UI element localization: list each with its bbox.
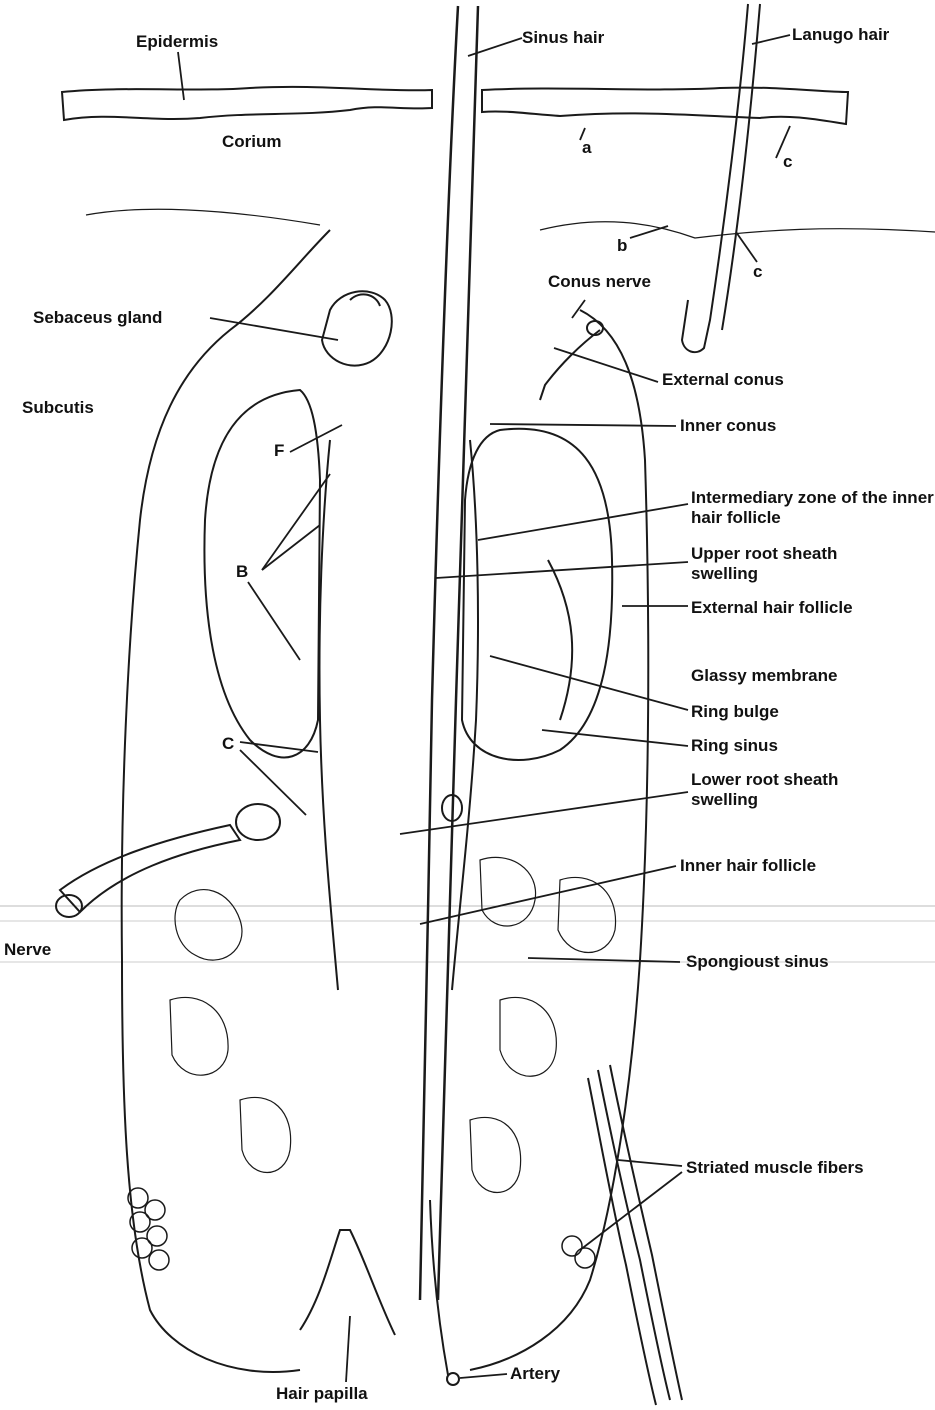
label-epidermis: Epidermis <box>136 32 218 52</box>
spongy-mesh-6 <box>240 1097 291 1172</box>
conus-nerve <box>540 330 600 400</box>
pointer-c-lower <box>736 232 757 262</box>
spongy-mesh-5 <box>500 997 556 1076</box>
sebaceous-gland-lobe <box>350 294 380 306</box>
pointer-spongioust-sinus <box>528 958 680 962</box>
label-external-hair-follicle: External hair follicle <box>691 598 853 618</box>
label-c-lower: c <box>753 262 762 282</box>
label-B: B <box>236 562 248 582</box>
sebaceous-gland <box>322 291 392 365</box>
label-sebaceus-gland: Sebaceus gland <box>33 308 162 328</box>
nerve-ganglion <box>236 804 280 840</box>
pointer-external-conus <box>554 348 658 382</box>
label-lanugo-hair: Lanugo hair <box>792 25 889 45</box>
root-sheath-left <box>319 440 338 990</box>
label-ring-bulge: Ring bulge <box>691 702 779 722</box>
label-external-conus: External conus <box>662 370 784 390</box>
pointer-b <box>630 226 668 238</box>
pointer-inner-conus <box>490 424 676 426</box>
pointer-ring-sinus <box>542 730 688 746</box>
pointer-ring-bulge <box>490 656 688 710</box>
pointer-artery <box>460 1374 507 1378</box>
nerve-trunk <box>60 825 240 912</box>
pointer-sebaceus-gland <box>210 318 338 340</box>
sinus-hair-shaft-2 <box>438 6 478 1300</box>
pointer-B-2 <box>262 525 320 570</box>
spongy-mesh-2 <box>480 857 536 926</box>
sinus-hair-shaft <box>420 6 458 1300</box>
pointer-epidermis <box>178 52 184 100</box>
label-corium: Corium <box>222 132 282 152</box>
label-c-upper: c <box>783 152 792 172</box>
label-inner-hair-follicle: Inner hair follicle <box>680 856 816 876</box>
label-nerve: Nerve <box>4 940 51 960</box>
artery-end <box>447 1373 459 1385</box>
fat-cell-7 <box>562 1236 582 1256</box>
spongy-mesh-7 <box>470 1117 521 1192</box>
label-sinus-hair: Sinus hair <box>522 28 604 48</box>
fat-cell-5 <box>132 1238 152 1258</box>
glassy-membrane <box>548 560 572 720</box>
spongy-mesh-1 <box>175 890 242 961</box>
muscle-fiber-1 <box>598 1070 670 1400</box>
label-conus-nerve: Conus nerve <box>548 272 651 292</box>
label-artery: Artery <box>510 1364 560 1384</box>
label-inner-conus: Inner conus <box>680 416 776 436</box>
label-ring-sinus: Ring sinus <box>691 736 778 756</box>
pointer-B-3 <box>248 582 300 660</box>
fat-cell-8 <box>575 1248 595 1268</box>
epidermis-right <box>482 88 848 124</box>
label-hair-papilla: Hair papilla <box>276 1384 368 1404</box>
label-subcutis: Subcutis <box>22 398 94 418</box>
pointer-inner-hair-follicle <box>420 866 676 924</box>
ring-sinus-right <box>462 429 612 760</box>
label-spongioust-sinus: Spongioust sinus <box>686 952 829 972</box>
label-C: C <box>222 734 234 754</box>
fat-cell-6 <box>149 1250 169 1270</box>
muscle-fiber-2 <box>610 1065 682 1400</box>
label-glassy-membrane: Glassy membrane <box>691 666 837 686</box>
label-striated-muscle: Striated muscle fibers <box>686 1158 864 1178</box>
pointer-striated-muscle-1 <box>618 1160 682 1166</box>
label-F: F <box>274 441 284 461</box>
lanugo-hair <box>682 4 748 352</box>
spongy-mesh-3 <box>558 877 616 952</box>
label-upper-root-sheath: Upper root sheath swelling <box>691 544 906 584</box>
pointer-conus-nerve <box>572 300 585 318</box>
hair-papilla <box>300 1230 395 1335</box>
pointer-intermediary-zone <box>478 504 688 540</box>
label-lower-root-sheath: Lower root sheath swelling <box>691 770 906 810</box>
label-b: b <box>617 236 627 256</box>
epidermis-left <box>62 87 432 120</box>
pointer-hair-papilla <box>346 1316 350 1382</box>
follicle-capsule-outer-right <box>470 310 648 1370</box>
label-intermediary-zone: Intermediary zone of the inner hair foll… <box>691 488 935 528</box>
label-a: a <box>582 138 591 158</box>
corium-boundary-left <box>86 209 320 225</box>
pointer-upper-root-sheath <box>436 562 688 578</box>
spongy-mesh-4 <box>170 997 228 1075</box>
pointer-striated-muscle-2 <box>580 1172 682 1250</box>
